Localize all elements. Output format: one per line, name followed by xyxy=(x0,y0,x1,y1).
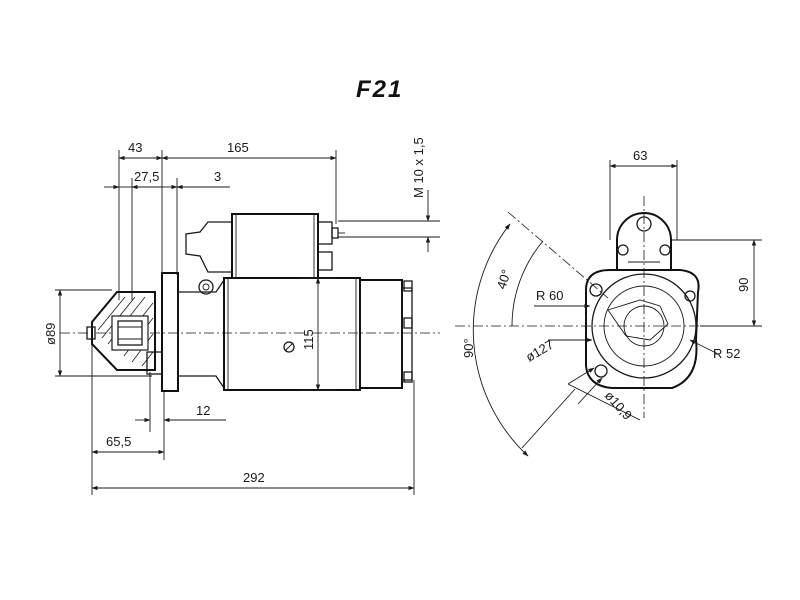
flange-spigot xyxy=(146,351,163,375)
dim-r52-label: R 52 xyxy=(713,346,740,361)
solenoid xyxy=(185,213,345,279)
body-circle xyxy=(591,273,697,379)
mounting-flange xyxy=(161,272,179,392)
bolt-hole-upper xyxy=(589,283,603,297)
end-flange xyxy=(585,269,700,389)
side-view: 43 165 27,5 3 M 10 x 1,5 ø89 115 12 65,5 xyxy=(43,137,440,495)
dim-90deg-label: 90° xyxy=(461,338,476,358)
dim-27-5-label: 27,5 xyxy=(134,169,159,184)
dim-dia10-9-label: ø10,9 xyxy=(602,388,635,423)
bolt-hole-lower xyxy=(594,364,608,378)
body-screw xyxy=(283,341,295,353)
dim-43-label: 43 xyxy=(128,140,142,155)
dim-line-r52 xyxy=(689,339,719,355)
angle-arc-40 xyxy=(511,240,544,327)
dim-292-label: 292 xyxy=(243,470,265,485)
motor-body xyxy=(223,277,361,391)
dim-12-label: 12 xyxy=(196,403,210,418)
dim-line-dia10-9 xyxy=(567,383,641,421)
end-view: 40° 90° 63 90 R 60 ø127 R 52 ø10,9 xyxy=(455,148,762,457)
dim-65-5-label: 65,5 xyxy=(106,434,131,449)
dim-90-label: 90 xyxy=(736,278,751,292)
dim-r60-label: R 60 xyxy=(536,288,563,303)
dim-165-label: 165 xyxy=(227,140,249,155)
dim-dia89-label: ø89 xyxy=(43,323,58,345)
housing-bolt xyxy=(198,279,214,295)
dim-dia127-label: ø127 xyxy=(523,337,556,365)
solenoid-end xyxy=(616,212,672,271)
end-cover xyxy=(359,279,403,389)
dim-115-label: 115 xyxy=(301,329,316,350)
drawing-title: F21 xyxy=(356,76,403,103)
dim-63-label: 63 xyxy=(633,148,647,163)
angle-arc-90 xyxy=(472,223,529,457)
drive-housing xyxy=(177,277,225,391)
pinion-nose xyxy=(86,291,156,371)
dim-thread-label: M 10 x 1,5 xyxy=(411,137,426,198)
dim-40deg-label: 40° xyxy=(494,268,514,291)
dim-3-label: 3 xyxy=(214,169,221,184)
